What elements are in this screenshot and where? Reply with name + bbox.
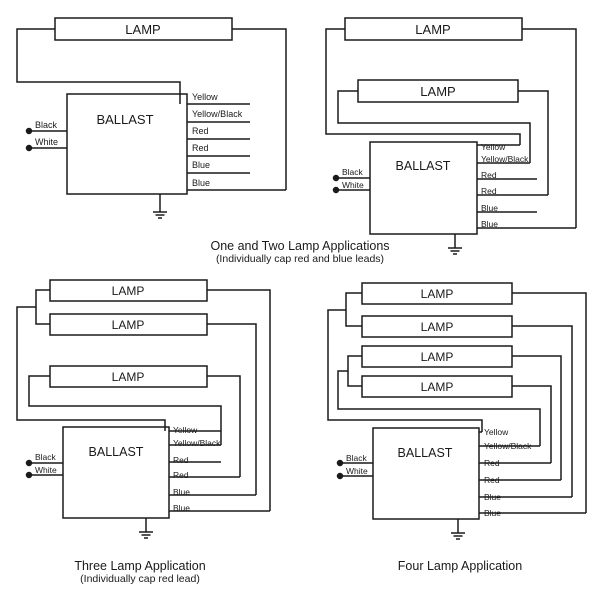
red-label-2: Red [481,186,497,196]
blue-label-1: Blue [484,492,501,502]
red-label-1: Red [484,458,500,468]
white-label: White [346,466,368,476]
wire-lamp1-left [325,28,521,145]
ballast-label: BALLAST [89,445,144,459]
blue-label-2: Blue [484,508,501,518]
blue-label-1: Blue [192,160,210,170]
caption-one-two-title: One and Two Lamp Applications [210,239,390,253]
caption-three-note: (Individually cap red lead) [80,573,200,585]
wire-lamp3-right [207,375,241,477]
black-label: Black [342,167,364,177]
one-lamp-diagram: LAMP BALLAST Black White Yellow Yellow/B… [16,17,287,219]
yellow-label: Yellow [481,142,506,152]
white-terminal [336,472,344,480]
caption-four-title: Four Lamp Application [397,559,523,573]
ballast-label: BALLAST [396,159,451,173]
wire-lamp34-left [337,370,541,446]
lamp-2-label: LAMP [112,318,145,332]
blue-label-2: Blue [173,503,190,513]
wire-lamp12-left [16,306,166,431]
ballast-label: BALLAST [96,112,153,127]
ground-symbol [153,194,167,219]
black-terminal [25,459,33,467]
yellow-black-label: Yellow/Black [484,441,532,451]
wire-lamp2-right [207,323,257,495]
yellow-label: Yellow [484,427,509,437]
lamp-3-label: LAMP [112,370,145,384]
wire-lamp2-right [518,90,549,195]
caption-three: Three Lamp Application (Individually cap… [20,559,260,585]
ground-symbol [451,519,465,540]
yellow-black-label: Yellow/Black [481,154,529,164]
four-lamp-diagram: LAMP LAMP LAMP LAMP BALLAST Black White [327,282,587,540]
white-terminal [25,471,33,479]
yellow-label: Yellow [173,425,198,435]
black-terminal [332,174,340,182]
blue-label-2: Blue [192,178,210,188]
wire-lamp12-left [327,309,483,432]
red-label-1: Red [192,126,209,136]
wire-lamp2-right [512,325,573,497]
caption-one-two-note: (Individually cap red and blue leads) [215,253,385,265]
lamp-2-label: LAMP [421,320,454,334]
black-label: Black [35,452,57,462]
white-label: White [35,465,57,475]
wire-lamp1-right [232,28,287,190]
wire-lamp1-right [207,289,271,511]
wire-lamp1-right [522,28,577,228]
wire-lamp4-right [512,385,552,463]
yellow-black-label: Yellow/Black [192,109,243,119]
black-terminal [25,127,33,135]
lamp-3-label: LAMP [421,350,454,364]
ground-symbol [139,518,153,539]
white-label: White [342,180,364,190]
wire-lamp1-left [16,28,181,104]
wire-lamp3-left [28,375,222,445]
white-terminal [332,186,340,194]
yellow-label: Yellow [192,92,218,102]
blue-label-1: Blue [173,487,190,497]
wire-lamp1-right [512,292,587,513]
black-terminal [336,459,344,467]
two-lamp-diagram: LAMP LAMP BALLAST Black White Yellow Yel… [325,17,577,255]
ballast [372,427,480,520]
ground-symbol [448,234,462,255]
lamp-4-label: LAMP [421,380,454,394]
red-label-2: Red [192,143,209,153]
caption-four: Four Lamp Application [340,559,580,573]
ballast [66,93,188,195]
black-label: Black [346,453,368,463]
red-label-1: Red [173,455,189,465]
caption-one-two: One and Two Lamp Applications (Individua… [150,239,450,265]
lamp-1-label: LAMP [421,287,454,301]
white-label: White [35,137,58,147]
lamp-1-label: LAMP [415,22,450,37]
wire-lamp3-right [512,355,562,480]
blue-label-1: Blue [481,203,498,213]
wire-lamp3-lamp4-left [347,355,362,387]
black-label: Black [35,120,58,130]
red-label-1: Red [481,170,497,180]
ballast [62,426,170,519]
blue-label-2: Blue [481,219,498,229]
ballast [369,141,478,235]
ballast-label: BALLAST [398,446,453,460]
red-label-2: Red [484,475,500,485]
red-label-2: Red [173,470,189,480]
wire-lamp1-lamp2-left [35,289,50,325]
lamp-1-label: LAMP [125,22,160,37]
wire-lamp1-lamp2-left [345,292,362,327]
yellow-black-label: Yellow/Black [173,438,221,448]
lamp-1-label: LAMP [112,284,145,298]
three-lamp-diagram: LAMP LAMP LAMP BALLAST Black White Yello… [16,279,271,539]
white-terminal [25,144,33,152]
caption-three-title: Three Lamp Application [74,559,206,573]
wire-lamp2-left [337,90,531,163]
lamp-2-label: LAMP [420,84,455,99]
